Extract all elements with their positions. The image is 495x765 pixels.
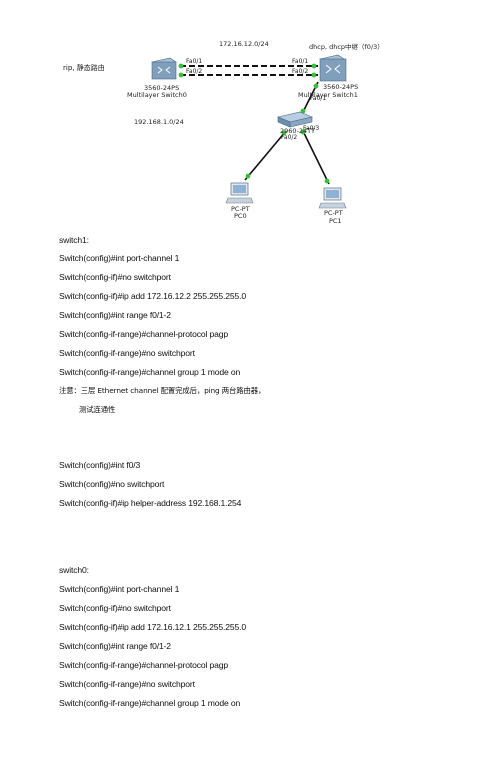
config-line: Switch(config)#int range f0/1-2 xyxy=(59,310,171,320)
config-line: Switch(config-if)#no switchport xyxy=(59,603,171,613)
switch2960-model: 2960-24TT xyxy=(280,127,315,135)
port-led xyxy=(281,130,287,136)
port-led xyxy=(311,72,317,78)
pc1-icon xyxy=(318,187,347,209)
sw2960-port-fa02: Fa0/2 xyxy=(281,134,298,141)
port-led xyxy=(324,178,330,184)
config-line: Switch(config-if)#ip helper-address 192.… xyxy=(59,498,242,508)
config-line: Switch(config-if-range)#channel-protocol… xyxy=(59,329,229,339)
sw1-port-fa02: Fa0/2 xyxy=(292,68,309,75)
pc0-model: PC-PT xyxy=(231,205,250,213)
config-line: Switch(config-if)#ip add 172.16.12.1 255… xyxy=(59,622,246,632)
switch2960-icon xyxy=(277,111,313,128)
config-line: Switch(config-if-range)#no switchport xyxy=(59,348,195,358)
diagram-note: rip, 静态路由 xyxy=(63,64,105,72)
dhcp-note: dhcp, dhcp中继（f0/3） xyxy=(309,43,384,51)
switch1-name: Multilayer Switch1 xyxy=(298,91,358,99)
pc0-icon xyxy=(225,182,254,204)
switch1-heading: switch1: xyxy=(59,235,89,245)
pc1-model: PC-PT xyxy=(324,209,343,217)
config-line: Switch(config)#no switchport xyxy=(59,479,165,489)
port-led xyxy=(178,63,184,69)
port-led xyxy=(300,129,306,135)
config-line: Switch(config)#int port-channel 1 xyxy=(59,584,180,594)
switch1-icon xyxy=(319,54,347,82)
network-label-top: 172.16.12.0/24 xyxy=(219,40,269,48)
config-line: Switch(config)#int port-channel 1 xyxy=(59,253,180,263)
config-line: Switch(config)#int range f0/1-2 xyxy=(59,641,171,651)
topology-graphics xyxy=(151,54,347,209)
link-2960-pc0 xyxy=(244,130,287,181)
config-line: Switch(config-if-range)#channel group 1 … xyxy=(59,698,241,708)
pc1-name: PC1 xyxy=(329,217,342,225)
switch0-name: Multilayer Switch0 xyxy=(127,91,187,99)
switch1-model: 3560-24PS xyxy=(323,83,359,91)
sw2960-port-fa03: Fa0/3 xyxy=(303,125,320,132)
config-line: Switch(config-if)#no switchport xyxy=(59,272,171,282)
port-led xyxy=(245,173,251,179)
config-line: Switch(config-if-range)#channel-protocol… xyxy=(59,660,229,670)
pc0-name: PC0 xyxy=(234,212,247,220)
port-led xyxy=(178,72,184,78)
switch0-heading: switch0: xyxy=(59,565,89,575)
network-topology-diagram: rip, 静态路由 172.16.12.0/24 dhcp, dhcp中继（f0… xyxy=(0,0,495,232)
port-led xyxy=(313,83,319,89)
config-line: Switch(config-if-range)#channel group 1 … xyxy=(59,367,241,377)
config-line: Switch(config)#int f0/3 xyxy=(59,460,141,470)
link-2960-pc1 xyxy=(302,130,330,185)
port-led xyxy=(300,108,306,114)
config-line: Switch(config-if-range)#no switchport xyxy=(59,679,195,689)
sw0-port-fa02: Fa0/2 xyxy=(186,68,203,75)
port-led xyxy=(311,63,317,69)
switch0-icon xyxy=(151,57,177,80)
note-line-continued: 测试连通性 xyxy=(79,405,116,414)
sw1-port-fa03-up: Fa0/1 xyxy=(310,95,327,102)
sw1-port-fa01: Fa0/1 xyxy=(292,58,309,65)
network-label-left: 192.168.1.0/24 xyxy=(134,118,184,126)
note-line: 注意：三层 Ethernet channel 配置完成后，ping 两台路由器， xyxy=(59,386,266,395)
sw0-port-fa01: Fa0/1 xyxy=(186,58,203,65)
switch0-model: 3560-24PS xyxy=(144,84,180,92)
config-line: Switch(config-if)#ip add 172.16.12.2 255… xyxy=(59,291,246,301)
